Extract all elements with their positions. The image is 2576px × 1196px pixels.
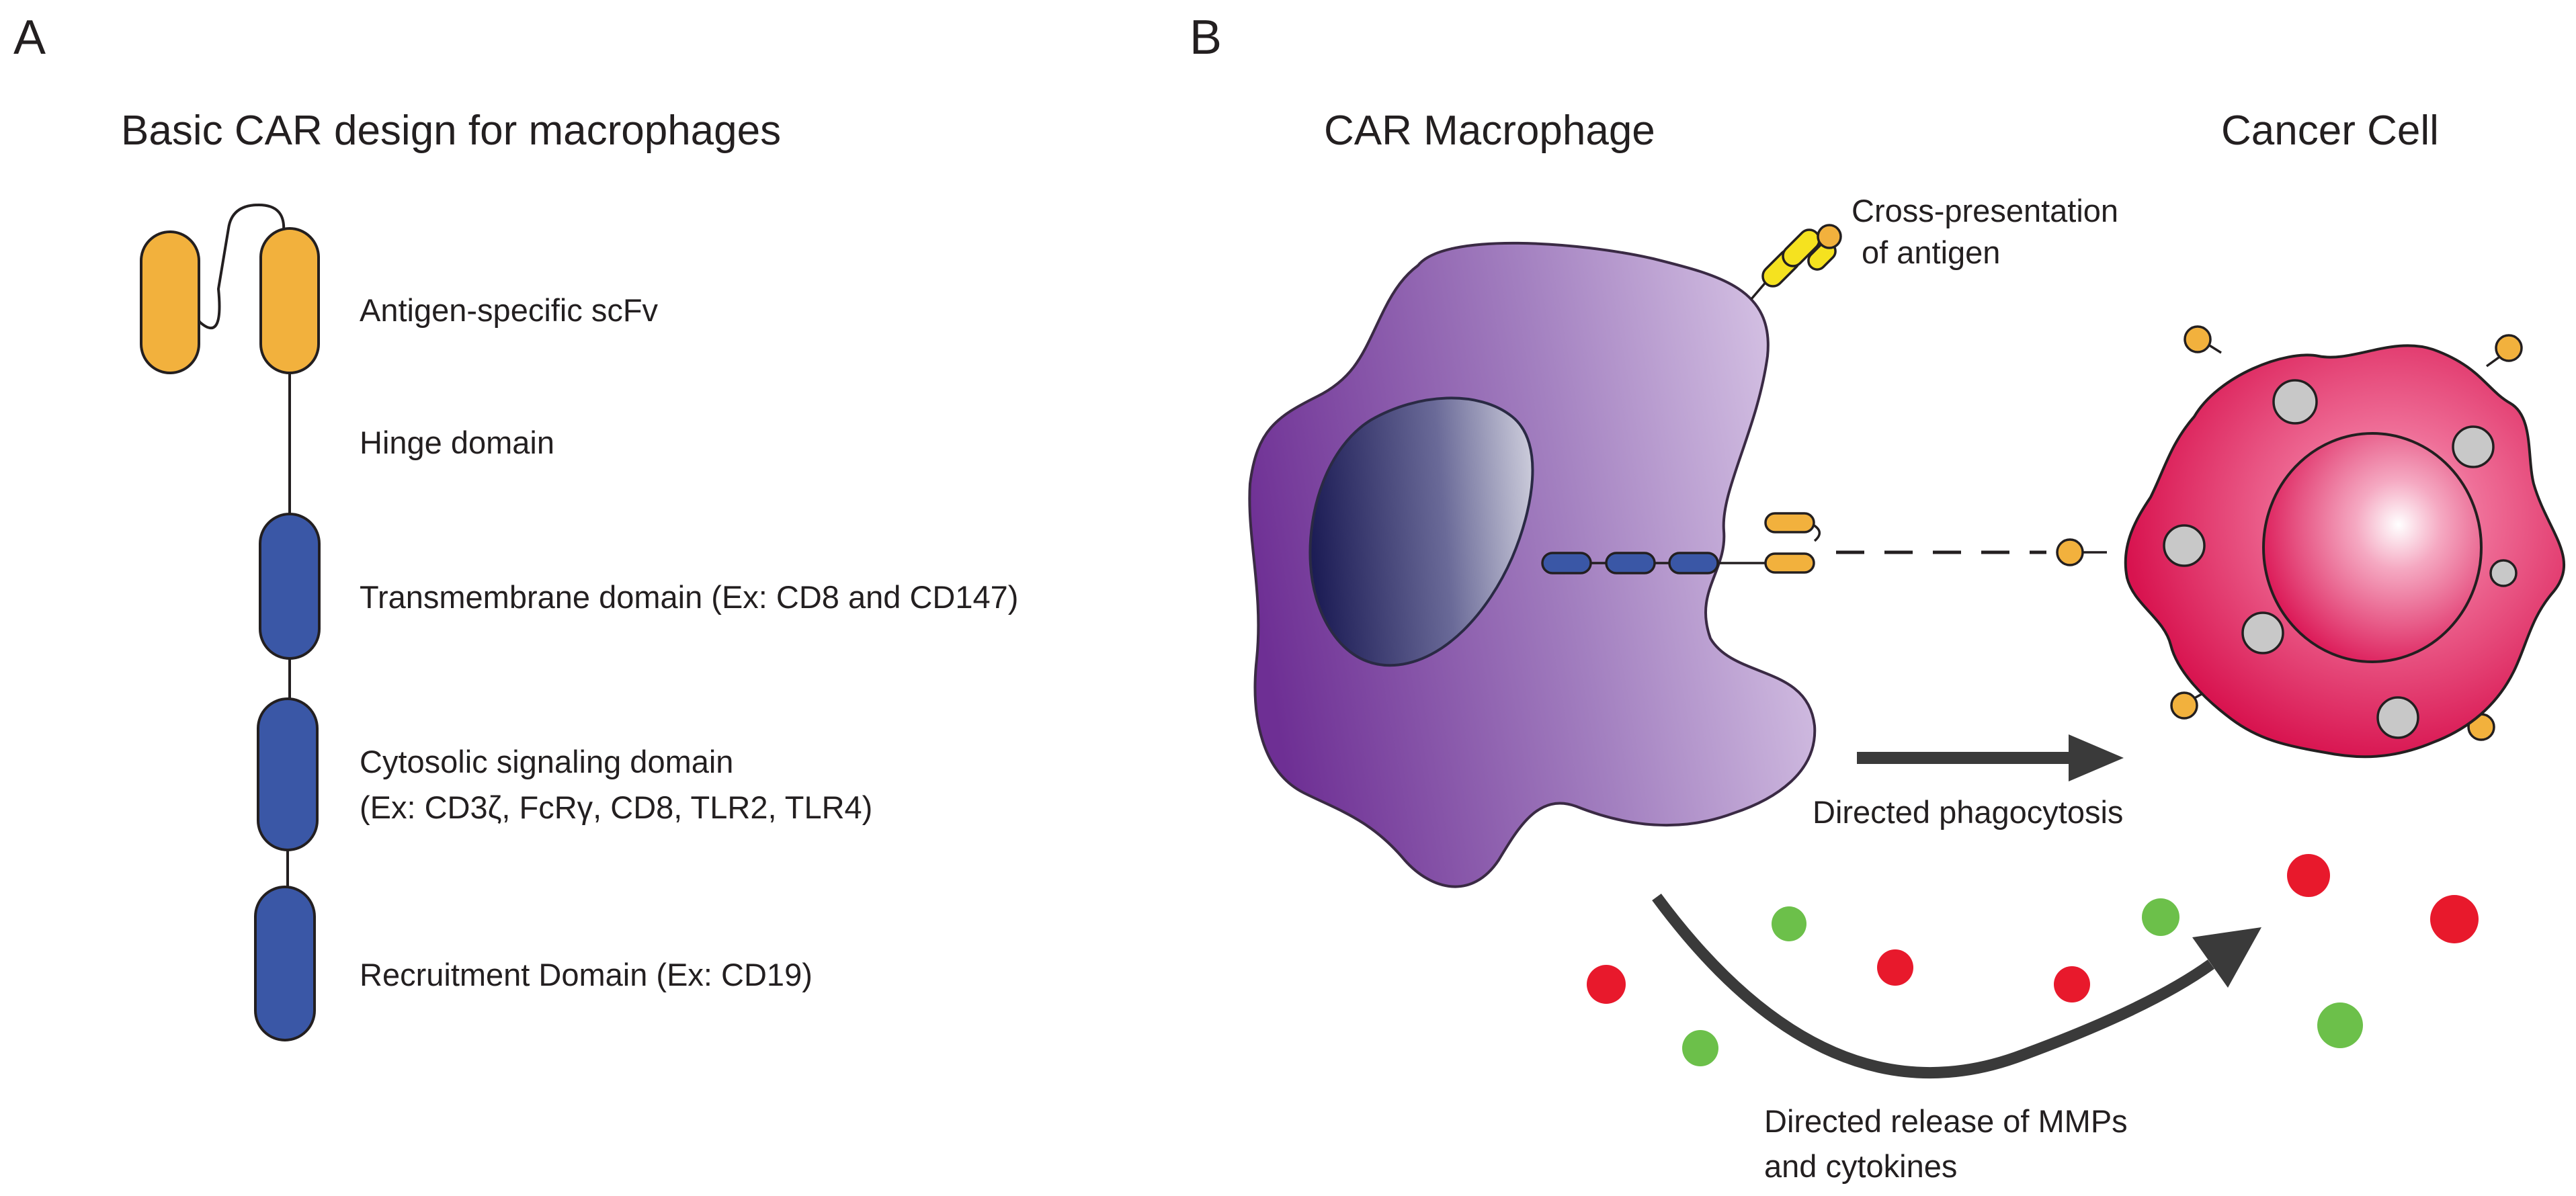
cancer-vesicle-4 — [2489, 559, 2518, 587]
mmp-dot-3 — [2054, 966, 2090, 1002]
label-recruitment: Recruitment Domain (Ex: CD19) — [360, 957, 813, 992]
mmp-dot-5 — [2430, 895, 2479, 943]
panel-a-title: Basic CAR design for macrophages — [121, 108, 781, 154]
target-antigen — [2056, 538, 2084, 566]
mmp-dot-4 — [2287, 854, 2330, 897]
car-intracellular-domain-2 — [1605, 552, 1656, 574]
car-intracellular-domain-1 — [1541, 552, 1592, 574]
label-cytosolic-line1: Cytosolic signaling domain — [360, 744, 733, 779]
cancer-vesicle-6 — [2376, 696, 2419, 739]
recruitment-domain — [254, 886, 316, 1041]
macrophage-nucleus — [1308, 396, 1534, 667]
mmp-dot-1 — [1587, 965, 1626, 1004]
cancer-cell-title: Cancer Cell — [2221, 108, 2439, 154]
mmp-dot-2 — [1877, 949, 1913, 986]
label-hinge: Hinge domain — [360, 425, 554, 460]
label-transmembrane: Transmembrane domain (Ex: CD8 and CD147) — [360, 579, 1018, 615]
cross-presented-antigen — [1750, 224, 1842, 300]
cancer-vesicle-1 — [2272, 379, 2318, 425]
presented-antigen-dot — [1817, 224, 1842, 249]
cytokine-dot-2 — [1772, 906, 1806, 941]
label-directed-phagocytosis: Directed phagocytosis — [1813, 794, 2123, 830]
label-cross-presentation-line1: Cross-presentation — [1852, 193, 2118, 228]
scfv-light-chain — [140, 230, 200, 374]
cancer-cell-nucleus — [2262, 432, 2483, 663]
panel-b-letter: B — [1190, 11, 1222, 65]
released-factors — [1587, 854, 2479, 1066]
car-construct — [140, 203, 321, 1041]
cytokine-dot-4 — [2317, 1002, 2363, 1048]
macrophage-car-receptor — [1541, 512, 1821, 574]
label-release-line2: and cytokines — [1764, 1148, 1957, 1184]
label-cross-presentation-line2: of antigen — [1862, 234, 2000, 270]
cancer-cell — [2056, 325, 2566, 759]
cancer-vesicle-3 — [2163, 524, 2206, 567]
mhc-chain-2 — [1782, 228, 1821, 267]
cytokine-dot-3 — [2142, 898, 2179, 936]
label-scfv: Antigen-specific scFv — [360, 292, 659, 328]
label-release-line1: Directed release of MMPs — [1764, 1103, 2128, 1139]
scfv-heavy-chain — [259, 227, 320, 374]
car-scfv-lower — [1764, 552, 1815, 574]
cancer-vesicle-2 — [2452, 425, 2495, 468]
cytokine-dot-1 — [1682, 1030, 1718, 1066]
release-arrow — [1652, 893, 2214, 1078]
macrophage-title: CAR Macrophage — [1324, 108, 1655, 154]
surface-antigen-2 — [2495, 334, 2523, 362]
label-cytosolic-line2: (Ex: CD3ζ, FcRγ, CD8, TLR2, TLR4) — [360, 789, 872, 825]
surface-antigen-3 — [2170, 691, 2198, 720]
car-scfv-upper — [1764, 512, 1815, 533]
surface-antigen-1 — [2184, 325, 2212, 353]
phagocytosis-arrowhead — [2069, 734, 2124, 781]
car-intracellular-domain-3 — [1668, 552, 1719, 574]
cytosolic-signaling-domain — [257, 697, 319, 851]
panel-a-letter: A — [13, 11, 46, 65]
release-arrowhead — [2192, 927, 2261, 988]
transmembrane-domain — [259, 513, 321, 660]
cancer-vesicle-5 — [2241, 611, 2284, 654]
car-macrophage-cell — [1248, 241, 1817, 888]
